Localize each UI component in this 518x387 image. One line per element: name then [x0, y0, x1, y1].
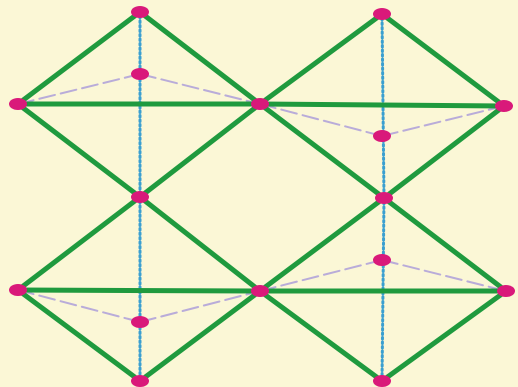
octahedron-edge: [257, 288, 385, 384]
octahedron-edge: [15, 194, 143, 293]
octahedron-edge: [257, 101, 387, 201]
octahedron-edge: [257, 101, 507, 109]
octahedron-edge: [379, 288, 509, 384]
vertex-node: [131, 191, 149, 203]
octahedron-edge: [257, 11, 385, 107]
vertex-node: [495, 100, 513, 112]
vertex-node: [251, 285, 269, 297]
hidden-edge: [381, 259, 507, 292]
solid-edges: [15, 9, 509, 384]
vertex-node: [9, 284, 27, 296]
hidden-edge: [259, 259, 383, 292]
vertex-node: [9, 98, 27, 110]
vertex-node: [373, 254, 391, 266]
octahedron-edge: [379, 11, 507, 109]
hidden-edge: [381, 105, 505, 137]
hidden-edge: [139, 290, 261, 323]
octahedron-edge: [381, 195, 509, 294]
hidden-edges: [17, 73, 507, 323]
octahedron-edge: [15, 287, 263, 294]
hidden-edge: [259, 103, 383, 137]
vertex-node: [131, 375, 149, 387]
hidden-edge: [139, 73, 261, 105]
vertex-node: [131, 68, 149, 80]
octahedron-edge: [137, 9, 263, 107]
vertex-node: [131, 6, 149, 18]
hidden-edge: [17, 73, 141, 105]
vertex-node: [375, 192, 393, 204]
vertex-node: [373, 375, 391, 387]
vertex-node: [373, 130, 391, 142]
vertex-node: [373, 8, 391, 20]
octahedron-edge: [137, 288, 263, 384]
octahedron-edge: [137, 194, 263, 294]
hidden-edge: [17, 289, 141, 323]
octahedron-edge: [15, 101, 143, 200]
octahedron-edge: [381, 103, 507, 201]
vertex-node: [131, 316, 149, 328]
octahedron-edge: [15, 287, 143, 384]
vertex-node: [497, 285, 515, 297]
vertex-node: [251, 98, 269, 110]
octahedron-edge: [137, 101, 263, 200]
octahedron-edge: [15, 9, 143, 107]
vertices: [9, 6, 515, 387]
octahedron-edge: [257, 195, 387, 294]
